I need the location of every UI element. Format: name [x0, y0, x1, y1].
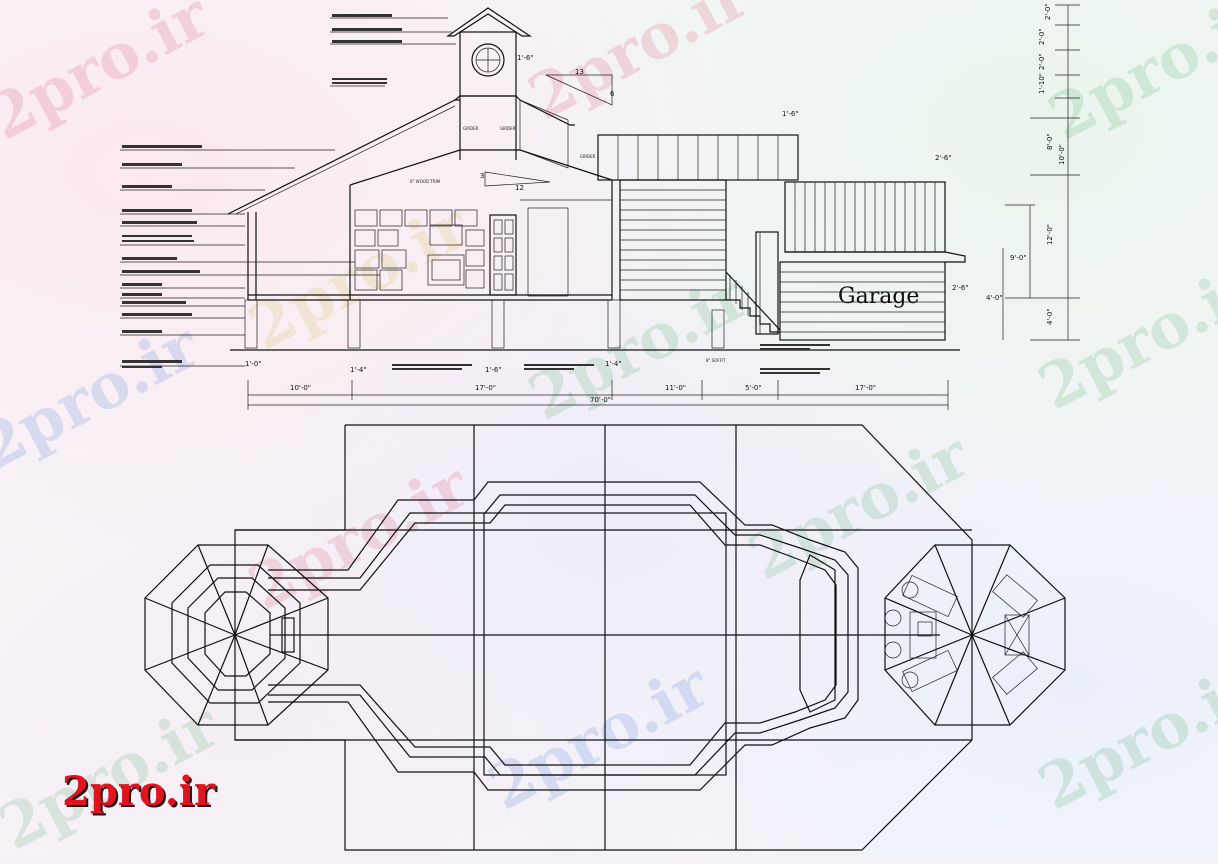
garage-label: Garage: [838, 284, 919, 309]
dim-right: 2'-0": [1044, 3, 1052, 20]
dim-bottom-4: 5'-0": [745, 384, 762, 392]
dim-misc: 1'-6": [485, 366, 502, 374]
dim-bottom-2: 17'-0": [475, 384, 496, 392]
dim-misc: 1'-6": [782, 110, 799, 118]
dim-misc: 1'-0": [245, 360, 262, 368]
dim-misc: 2'-6": [952, 284, 969, 292]
pitch-run: 6: [610, 90, 615, 98]
dim-right: 8'-0": [1046, 133, 1054, 150]
trim-label: 6" WOOD TRIM: [410, 179, 441, 184]
dim-right: 4'-0": [1046, 308, 1054, 325]
elevation-drawing: GIRDER GIRDER GIRDER 13 6 3 12 6" WOOD T…: [120, 3, 1080, 410]
dim-misc: 1'-4": [350, 366, 367, 374]
dim-right: 10'-0": [1058, 144, 1066, 165]
girder-label: GIRDER: [580, 154, 596, 159]
dim-misc: 9'-0": [1010, 254, 1027, 262]
dim-bottom-1: 10'-0": [290, 384, 311, 392]
dim-bottom-3: 11'-0": [665, 384, 686, 392]
girder-label: GIRDER: [500, 126, 516, 131]
roof-plan-drawing: [144, 424, 1066, 851]
dim-misc: 1'-6": [517, 54, 534, 62]
pitch-rise-2: 3: [480, 172, 484, 180]
dim-right: 1'-10": [1038, 73, 1046, 94]
pitch-run-2: 12: [515, 184, 524, 192]
dim-right: 12'-0": [1046, 224, 1054, 245]
soffit-label: 8" SOFFIT: [706, 358, 726, 363]
dim-bottom-5: 17'-0": [855, 384, 876, 392]
dim-misc: 2'-6": [935, 154, 952, 162]
dim-right: 2'-0": [1038, 53, 1046, 70]
dim-misc: 4'-0": [986, 294, 1003, 302]
dim-right: 2'-0": [1038, 28, 1046, 45]
site-logo: 2pro.ir: [62, 768, 216, 815]
dim-misc: 1'-4": [605, 360, 622, 368]
girder-label: GIRDER: [463, 126, 479, 131]
dim-overall: 70'-0": [590, 396, 611, 404]
pitch-rise: 13: [575, 68, 584, 76]
